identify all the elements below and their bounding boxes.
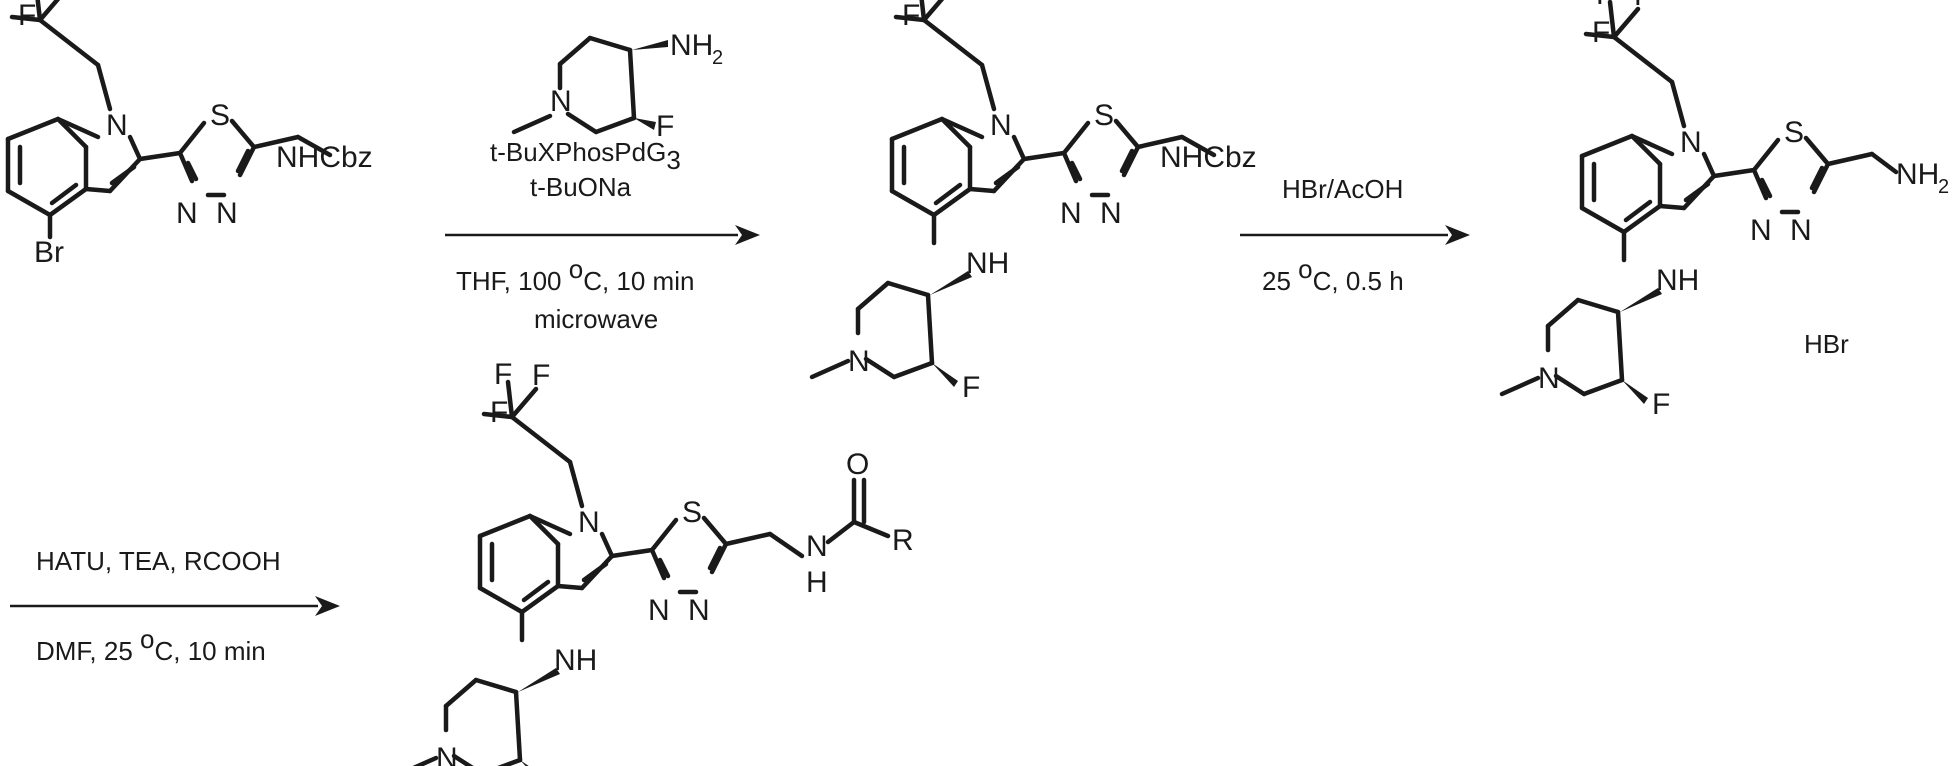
atom-f-1: F — [1592, 16, 1610, 49]
atom-f-pip: F — [1652, 388, 1670, 421]
atom-f-3: F — [1634, 0, 1652, 12]
atom-n-b: N — [688, 594, 710, 627]
step1-base: t-BuONa — [530, 172, 632, 202]
atom-n-indole: N — [578, 506, 600, 539]
final-amide: F F F N S N N NH N F N H O R — [400, 358, 914, 766]
step2-arrow — [1240, 225, 1470, 245]
atom-f-2: F — [1596, 0, 1614, 11]
atom-f-3: F — [532, 359, 550, 392]
atom-n-indole: N — [106, 109, 128, 142]
label-nh: NH — [966, 247, 1009, 280]
starting-material: F F F N S N N Br NHCbz — [8, 0, 373, 269]
atom-f-2: F — [494, 358, 512, 391]
label-nh2-sub: 2 — [712, 47, 723, 69]
label-nh: NH — [554, 644, 597, 677]
intermediate-cbz: F F F N S N N NH N F NHCbz — [812, 0, 1257, 404]
step2-reagent: HBr/AcOH — [1282, 174, 1403, 204]
label-nh2-sub: 2 — [1938, 176, 1949, 198]
atom-s: S — [1094, 99, 1114, 132]
atom-r: R — [892, 524, 914, 557]
atom-n-b: N — [216, 197, 238, 230]
atom-o: O — [846, 448, 869, 481]
atom-s: S — [1784, 116, 1804, 149]
atom-f-1: F — [902, 0, 920, 32]
step2-conditions: 25 oC, 0.5 h — [1262, 254, 1404, 296]
atom-n-amide: N — [806, 530, 828, 563]
label-nh2: NH — [670, 29, 713, 62]
atom-n-b: N — [1790, 214, 1812, 247]
atom-f-1: F — [490, 396, 508, 429]
step3-reagent: HATU, TEA, RCOOH — [36, 546, 281, 576]
salt-label: HBr — [1804, 329, 1849, 359]
atom-n-b: N — [1100, 197, 1122, 230]
atom-f-pip: F — [962, 371, 980, 404]
atom-s: S — [682, 496, 702, 529]
atom-br: Br — [34, 236, 64, 269]
atom-n-a: N — [176, 197, 198, 230]
atom-n-pip: N — [436, 742, 458, 766]
step3-arrow — [10, 596, 340, 616]
atom-n-pip: N — [848, 345, 870, 378]
atom-n-a: N — [1750, 214, 1772, 247]
atom-n-a: N — [1060, 197, 1082, 230]
atom-n-indole: N — [1680, 126, 1702, 159]
step1-arrow — [445, 225, 760, 245]
step1-catalyst: t-BuXPhosPdG3 — [490, 137, 681, 175]
atom-n-indole: N — [990, 109, 1012, 142]
atom-h-amide: H — [806, 566, 828, 599]
label-nhcbz: NHCbz — [276, 141, 373, 174]
atom-n-a: N — [648, 594, 670, 627]
label-nhcbz: NHCbz — [1160, 141, 1257, 174]
atom-s: S — [210, 99, 230, 132]
step1-conditions: THF, 100 oC, 10 min — [456, 254, 694, 296]
amine-reagent: N NH 2 F — [514, 29, 723, 143]
label-nh2: NH — [1896, 158, 1939, 191]
step1-microwave: microwave — [534, 304, 658, 334]
atom-n-reagent: N — [550, 85, 572, 118]
atom-n-pip: N — [1538, 362, 1560, 395]
label-nh: NH — [1656, 264, 1699, 297]
intermediate-amine-hbr: F F F N S N N NH N F NH 2 — [1502, 0, 1949, 421]
step3-conditions: DMF, 25 oC, 10 min — [36, 624, 266, 666]
atom-f-1: F — [18, 0, 36, 32]
